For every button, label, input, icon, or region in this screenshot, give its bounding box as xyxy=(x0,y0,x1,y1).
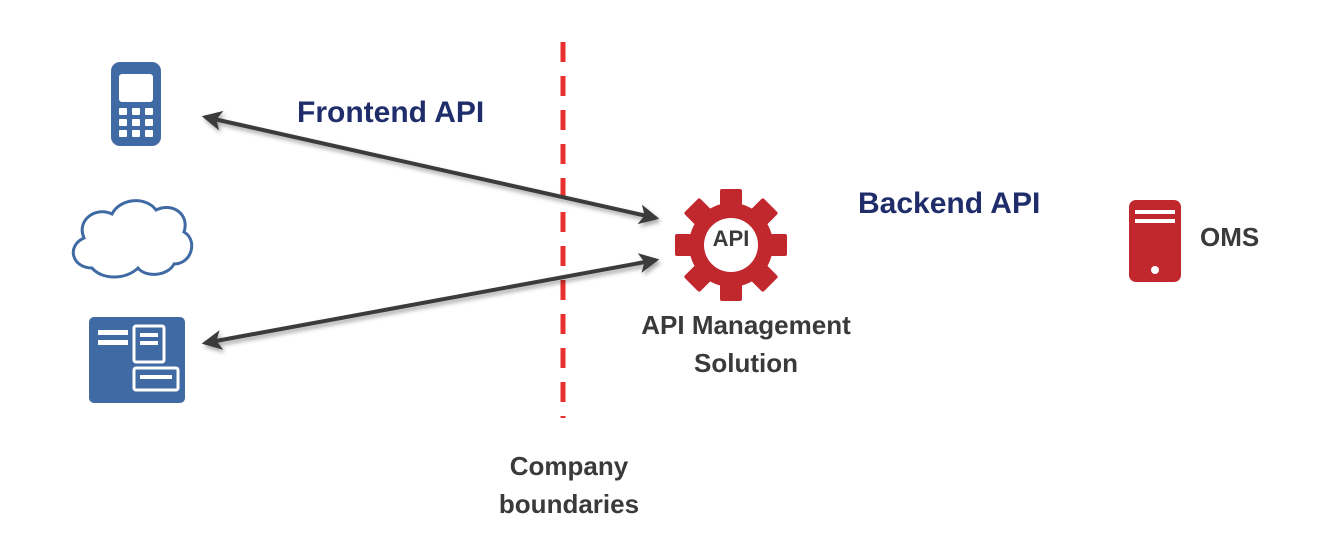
backend-api-label: Backend API xyxy=(858,187,1041,220)
frontend-arrow-portal xyxy=(201,253,660,350)
tablet-icon xyxy=(1129,200,1181,282)
company-boundaries-label: Company boundaries xyxy=(474,447,664,523)
frontend-api-label: Frontend API xyxy=(297,96,485,129)
api-management-line-1: API Management xyxy=(641,310,851,340)
web-portal-icon xyxy=(89,317,185,403)
api-management-line-2: Solution xyxy=(694,348,798,378)
cloud-icon xyxy=(71,199,194,279)
gear-icon xyxy=(675,189,787,301)
oms-label: OMS xyxy=(1200,222,1260,252)
mobile-phone-icon xyxy=(111,62,161,146)
gear-api-text: API xyxy=(712,226,750,251)
company-boundaries-line-2: boundaries xyxy=(498,489,640,519)
frontend-arrow-phone xyxy=(201,110,660,225)
api-management-label: API Management Solution xyxy=(616,306,876,382)
company-boundaries-line-1: Company xyxy=(509,451,629,481)
